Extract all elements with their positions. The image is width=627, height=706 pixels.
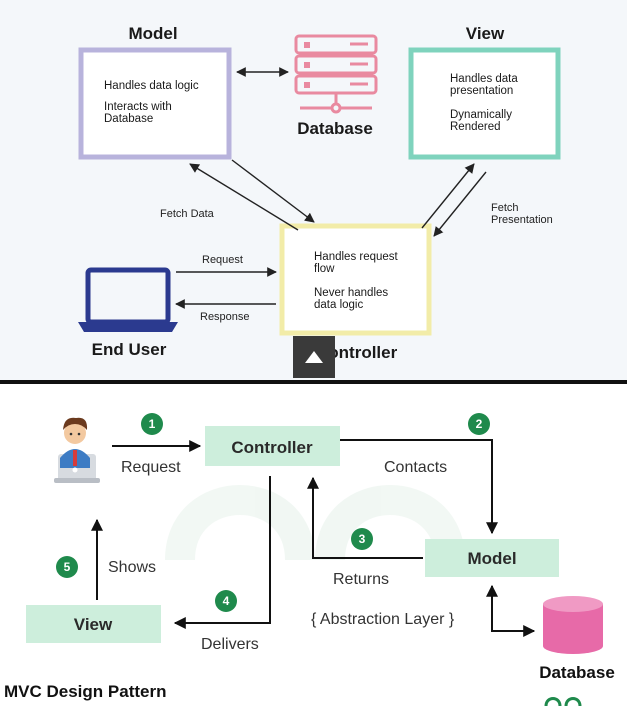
database-cylinder-icon xyxy=(543,596,603,654)
triangle-up-icon xyxy=(305,351,323,363)
top-controller-line1b: flow xyxy=(314,263,335,275)
top-view-line1a: Handles data xyxy=(450,73,518,85)
top-controller-line2a: Never handles xyxy=(314,287,388,299)
top-model-line2b: Database xyxy=(104,113,153,125)
top-controller-box xyxy=(279,223,432,336)
top-view-line2a: Dynamically xyxy=(450,109,512,121)
label-request-top: Request xyxy=(202,254,243,266)
top-view-line1b: presentation xyxy=(450,85,513,97)
laptop-icon xyxy=(78,267,178,332)
top-view-line2b: Rendered xyxy=(450,121,501,133)
top-database-title: Database xyxy=(297,119,373,138)
arrow-controller-view xyxy=(173,476,271,629)
step-badge-2: 2 xyxy=(468,413,490,435)
top-model-box xyxy=(78,47,232,160)
watermark-logo xyxy=(165,485,465,562)
step-badge-3: 3 xyxy=(351,528,373,550)
arrow-model-controller xyxy=(231,159,315,223)
arrow-model-database xyxy=(486,584,536,637)
top-model-line1: Handles data logic xyxy=(104,80,199,92)
top-view-node: View Handles data presentation Dynamical… xyxy=(408,24,561,160)
label-abstraction-layer: { Abstraction Layer } xyxy=(311,611,455,628)
top-controller-title: Controller xyxy=(316,343,398,362)
footer-title: MVC Design Pattern xyxy=(4,682,166,701)
label-fetch-presentation-b: Presentation xyxy=(491,214,553,226)
top-end-user-node: End User xyxy=(78,267,178,359)
label-fetch-presentation-a: Fetch xyxy=(491,202,519,214)
top-arrows xyxy=(175,67,487,309)
step-badge-1: 1 xyxy=(141,413,163,435)
top-controller-node: Handles request flow Never handles data … xyxy=(279,223,432,362)
svg-text:1: 1 xyxy=(149,417,156,431)
bottom-controller-box xyxy=(205,426,340,466)
bottom-model-label: Model xyxy=(467,549,516,568)
expand-button[interactable] xyxy=(293,336,335,378)
arrow-controller-view xyxy=(421,163,475,229)
top-model-title: Model xyxy=(128,24,177,43)
label-shows: Shows xyxy=(108,559,156,576)
label-contacts: Contacts xyxy=(384,459,447,476)
user-avatar-icon xyxy=(54,417,100,483)
svg-text:4: 4 xyxy=(223,594,230,608)
step-badge-4: 4 xyxy=(215,590,237,612)
panel-separator xyxy=(0,380,627,384)
brand-logo-icon xyxy=(544,697,582,706)
bottom-controller-label: Controller xyxy=(231,438,313,457)
arrow-controller-model xyxy=(340,439,498,535)
database-server-icon xyxy=(294,34,378,114)
label-returns: Returns xyxy=(333,571,389,588)
bottom-database-label: Database xyxy=(539,663,615,682)
top-end-user-title: End User xyxy=(92,340,167,359)
svg-text:5: 5 xyxy=(64,560,71,574)
top-controller-line1a: Handles request xyxy=(314,251,399,263)
arrow-view-controller xyxy=(433,171,487,237)
top-model-node: Model Handles data logic Interacts with … xyxy=(78,24,232,160)
arrow-model-controller xyxy=(307,476,423,559)
label-fetch-data: Fetch Data xyxy=(160,208,215,220)
top-view-title: View xyxy=(466,24,505,43)
svg-text:3: 3 xyxy=(359,532,366,546)
bottom-model-box xyxy=(425,539,559,577)
label-delivers: Delivers xyxy=(201,636,259,653)
top-controller-line2b: data logic xyxy=(314,299,363,311)
top-model-line2a: Interacts with xyxy=(104,101,172,113)
label-response-top: Response xyxy=(200,311,250,323)
top-database-node: Database xyxy=(294,34,378,138)
label-request-bottom: Request xyxy=(121,459,181,476)
top-view-box xyxy=(408,47,561,160)
svg-text:2: 2 xyxy=(476,417,483,431)
arrow-controller-model xyxy=(189,163,299,231)
bottom-arrows xyxy=(91,439,536,637)
step-badge-5: 5 xyxy=(56,556,78,578)
bottom-view-label: View xyxy=(74,615,113,634)
bottom-view-box xyxy=(26,605,161,643)
